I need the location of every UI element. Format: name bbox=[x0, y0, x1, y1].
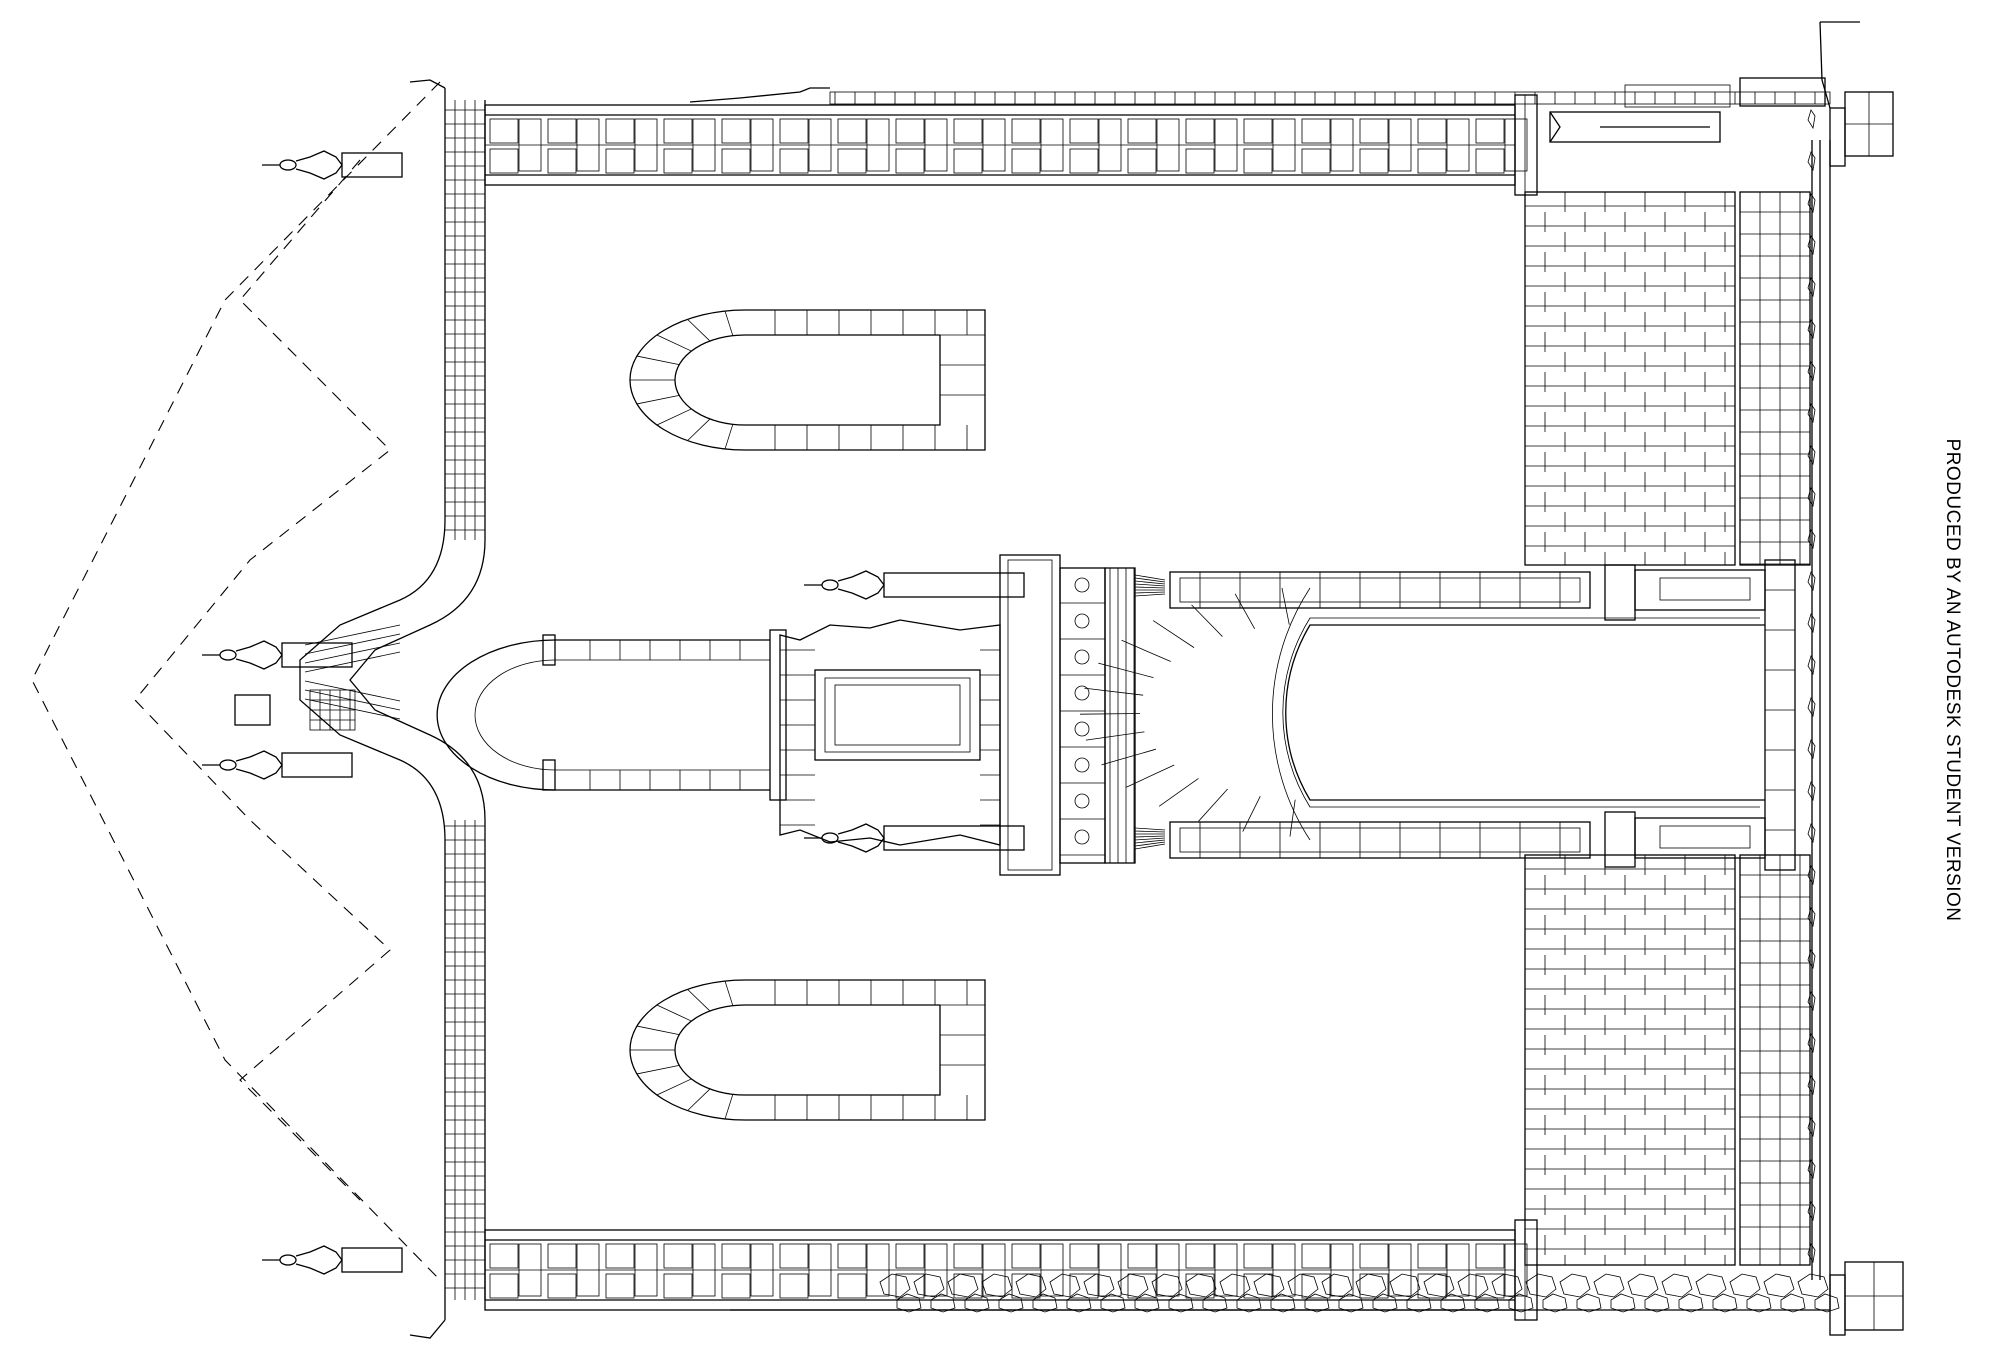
right-brick-wall-upper bbox=[1524, 191, 1811, 566]
arched-window-lower bbox=[629, 979, 986, 1121]
right-brick-wall-lower bbox=[1524, 854, 1811, 1266]
corner-tower-top bbox=[1819, 21, 1894, 167]
top-wall-band bbox=[484, 77, 1831, 196]
corner-tower-bottom bbox=[1829, 1261, 1904, 1336]
right-frame-lines bbox=[730, 140, 1831, 1311]
arched-window-upper bbox=[629, 309, 986, 451]
rubble-stone-base bbox=[879, 109, 1840, 1313]
bottom-wall-band bbox=[484, 1219, 1538, 1321]
dashed-roof-outline bbox=[31, 81, 441, 1281]
left-gable-wall bbox=[299, 79, 486, 1339]
central-portal bbox=[436, 554, 1796, 876]
finials bbox=[202, 150, 1025, 1275]
watermark-text: PRODUCED BY AN AUTODESK STUDENT VERSION bbox=[1942, 438, 1963, 922]
